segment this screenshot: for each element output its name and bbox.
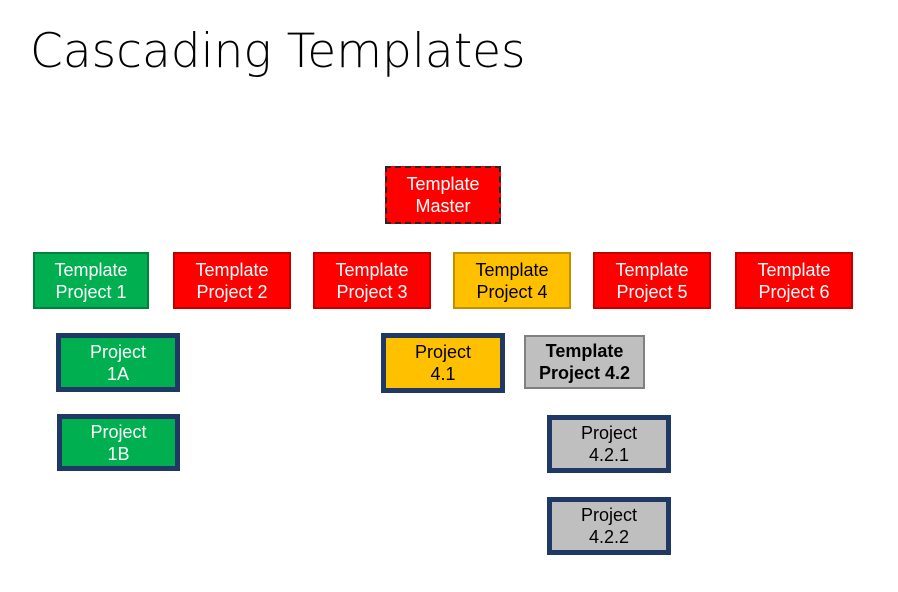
node-label-line2: Project 2 (196, 281, 268, 302)
node-template-project-6[interactable]: Template Project 6 (735, 252, 853, 309)
node-template-project-2[interactable]: Template Project 2 (173, 252, 291, 309)
node-label-line1: Template (195, 259, 269, 280)
node-label-line2: Project 4 (476, 281, 548, 302)
node-project-4-2-2[interactable]: Project 4.2.2 (547, 497, 671, 555)
node-template-project-4-2[interactable]: Template Project 4.2 (524, 335, 645, 389)
node-label-line1: Project (580, 423, 638, 443)
node-label-line1: Project (414, 342, 472, 362)
node-project-4-2-1[interactable]: Project 4.2.1 (547, 415, 671, 473)
node-template-project-1[interactable]: Template Project 1 (33, 252, 149, 309)
node-label-line2: Project 1 (55, 281, 127, 302)
node-label-line2: Project 3 (336, 281, 408, 302)
node-label-line2: 1A (106, 363, 130, 384)
node-label-line1: Project (89, 341, 147, 362)
node-label-line2: Master (415, 196, 471, 216)
page-title: Cascading Templates (30, 24, 526, 79)
node-label-line1: Template (406, 174, 480, 194)
node-template-project-5[interactable]: Template Project 5 (593, 252, 711, 309)
node-project-1a[interactable]: Project 1A (56, 333, 180, 392)
node-label-line1: Template (335, 259, 409, 280)
node-project-1b[interactable]: Project 1B (57, 414, 180, 471)
node-label-line1: Template (757, 259, 831, 280)
node-label-line2: 4.2.1 (588, 445, 630, 465)
node-template-project-3[interactable]: Template Project 3 (313, 252, 431, 309)
node-label-line2: 4.1 (430, 364, 456, 384)
node-label-line2: Project 6 (758, 281, 830, 302)
node-label-line1: Template (475, 259, 549, 280)
node-template-project-4[interactable]: Template Project 4 (453, 252, 571, 309)
node-label-line1: Project (580, 505, 638, 525)
node-label-line2: Project 4.2 (538, 363, 631, 383)
node-label-line2: 4.2.2 (588, 527, 630, 547)
node-project-4-1[interactable]: Project 4.1 (381, 333, 505, 393)
node-template-master[interactable]: Template Master (385, 166, 501, 224)
node-label-line2: 1B (107, 443, 130, 464)
node-label-line1: Template (54, 259, 128, 280)
node-label-line1: Template (615, 259, 689, 280)
node-label-line2: Project 5 (616, 281, 688, 302)
node-label-line1: Template (545, 341, 624, 361)
node-label-line1: Project (90, 421, 147, 442)
